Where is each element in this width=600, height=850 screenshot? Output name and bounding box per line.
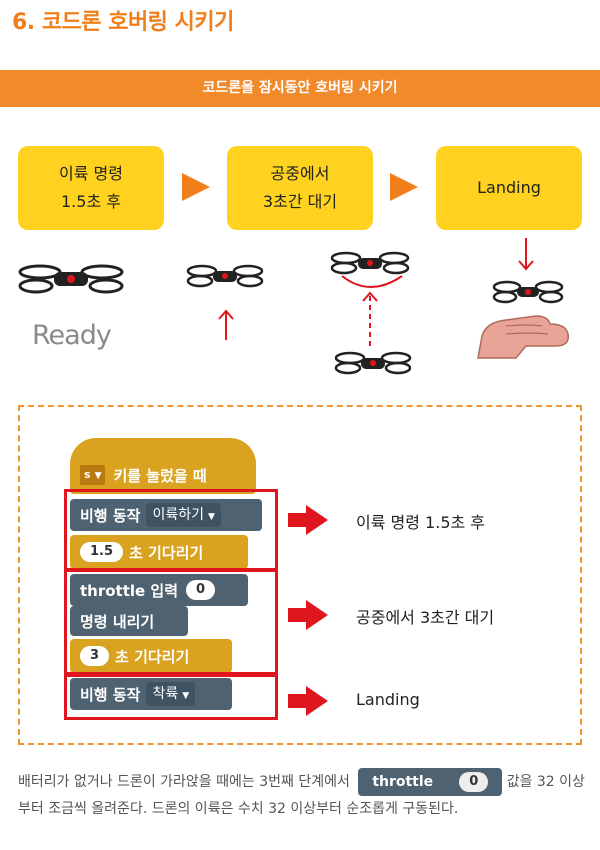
step-takeoff-line2: 1.5초 후 [61,192,121,211]
wait-label-1: 초 기다리기 [129,543,204,562]
step-landing-line1: Landing [477,178,541,197]
flow-arrow-icon [182,173,210,201]
drone-icon [330,251,410,288]
wait-block-1[interactable]: 1.5 초 기다리기 [70,535,248,569]
ready-label: Ready [32,320,112,351]
throttle-label: throttle 입력 [80,581,179,600]
takeoff-option: 이륙하기 [152,507,204,523]
step-hover: 공중에서 3초간 대기 [227,146,373,230]
step-hover-line2: 3초간 대기 [262,192,338,211]
chevron-down-icon: ▼ [207,512,215,522]
right-arrow-icon [288,686,328,716]
highlight-box-landing [64,674,278,720]
right-arrow-icon [288,600,328,630]
step-hover-line1: 공중에서 [270,164,330,183]
key-value: s [84,468,91,481]
throttle-value-input[interactable]: 0 [186,580,216,600]
right-arrow-icon [288,505,328,535]
fly-action-label: 비행 동작 [80,506,141,525]
when-key-pressed-block[interactable]: s▼ 키를 눌렀을 때 [70,438,256,494]
step-landing: Landing [436,146,582,230]
down-arrow-icon [518,238,534,271]
section-banner: 코드론을 잠시동안 호버링 시키기 [0,70,600,107]
fly-action-land-block[interactable]: 비행 동작 착륙▼ [70,678,232,710]
drone-icon [186,264,264,288]
wait-label-2: 초 기다리기 [115,647,190,666]
annotation-hover: 공중에서 3초간 대기 [356,608,495,627]
land-dropdown[interactable]: 착륙▼ [146,682,196,706]
throttle-inline-block: throttle 0 [358,768,503,796]
land-option: 착륙 [152,686,179,702]
footnote-part1: 배터리가 없거나 드론이 가라앉을 때에는 3번째 단계에서 [18,774,350,790]
highlight-box-hover [64,569,278,675]
page-title: 6. 코드론 호버링 시키기 [12,10,234,35]
footnote: 배터리가 없거나 드론이 가라앉을 때에는 3번째 단계에서 throttle … [18,768,588,822]
send-command-label: 명령 내리기 [80,612,155,631]
chevron-down-icon: ▼ [94,471,102,481]
drone-icon [492,280,564,304]
wait-block-2[interactable]: 3 초 기다리기 [70,639,232,673]
hand-icon [477,315,569,359]
annotation-landing: Landing [356,690,420,709]
fly-action-takeoff-block[interactable]: 비행 동작 이륙하기▼ [70,499,262,531]
when-key-pressed-label: 키를 눌렀을 때 [113,466,207,485]
dashed-up-arrow-icon [362,291,378,346]
flow-arrow-icon [390,173,418,201]
step-takeoff-line1: 이륙 명령 [59,164,123,183]
throttle-input-block[interactable]: throttle 입력 0 [70,574,248,606]
footnote-part2: 값을 32 이상부터 조금씩 올려준다. 드론의 이륙은 수치 32 이상부터 … [18,774,585,817]
drone-icon [334,351,412,375]
annotation-takeoff: 이륙 명령 1.5초 후 [356,513,486,532]
throttle-inline-value: 0 [459,772,489,792]
wait-seconds-input-1[interactable]: 1.5 [80,542,124,562]
up-arrow-icon [218,309,234,340]
chevron-down-icon: ▼ [182,691,190,701]
fly-action-label: 비행 동작 [80,685,141,704]
key-dropdown[interactable]: s▼ [80,465,106,485]
wait-seconds-input-2[interactable]: 3 [80,646,110,666]
step-takeoff: 이륙 명령 1.5초 후 [18,146,164,230]
send-command-block[interactable]: 명령 내리기 [70,606,188,636]
drone-icon [18,264,124,294]
highlight-box-takeoff [64,489,278,571]
throttle-inline-label: throttle [372,774,434,790]
code-panel [18,405,582,745]
takeoff-dropdown[interactable]: 이륙하기▼ [146,503,221,527]
